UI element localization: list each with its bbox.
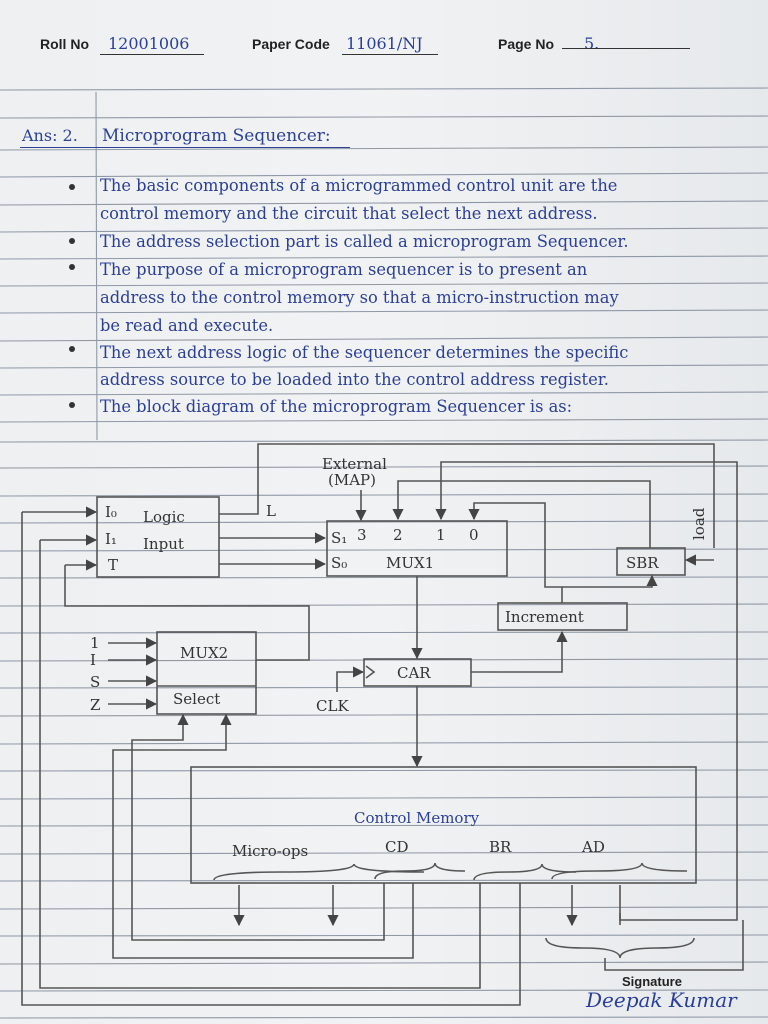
bullet-3 [69, 264, 75, 270]
answer-number: Ans: 2. [22, 126, 78, 145]
clk-label: CLK [316, 697, 349, 715]
roll-no-value: 12001006 [108, 34, 190, 53]
mux1-input-2: 2 [393, 526, 403, 544]
logic-input-t: T [108, 556, 118, 574]
mux1-input-3: 3 [357, 526, 367, 544]
mux2-input-z: Z [90, 696, 100, 714]
answer-line-4: The purpose of a microprogram sequencer … [100, 260, 588, 279]
mux1-input-0: 0 [469, 526, 479, 544]
ad-label: AD [581, 838, 605, 856]
answer-line-3: The address selection part is called a m… [100, 232, 629, 251]
cd-label: CD [385, 838, 409, 856]
l-label: L [266, 502, 276, 520]
paper-code-underline [342, 54, 438, 55]
answer-line-2: control memory and the circuit that sele… [100, 204, 598, 223]
bullet-5 [69, 402, 75, 408]
load-label: load [690, 507, 708, 540]
sbr-label: SBR [626, 554, 659, 572]
answer-line-9: The block diagram of the microprogram Se… [100, 397, 573, 416]
answer-line-6: be read and execute. [100, 316, 274, 335]
s0-label: S₀ [331, 554, 347, 572]
logic-input-i0: I₀ [105, 503, 117, 521]
mux2-box [156, 631, 257, 715]
micro-ops-label: Micro-ops [232, 842, 308, 860]
s1-label: S₁ [331, 529, 347, 547]
answer-line-8: address source to be loaded into the con… [100, 370, 609, 389]
answer-line-7: The next address logic of the sequencer … [100, 343, 629, 362]
roll-no-underline [100, 54, 204, 55]
mux2-input-i: I [90, 651, 96, 669]
external-label: External [322, 455, 387, 473]
page-no-label: Page No [498, 36, 555, 52]
mux1-label: MUX1 [386, 554, 434, 572]
roll-no-label: Roll No [40, 36, 89, 52]
logic-input-i1: I₁ [105, 530, 117, 548]
control-memory-box [190, 766, 697, 884]
signature-name: Deepak Kumar [586, 988, 737, 1012]
paper-code-label: Paper Code [252, 36, 330, 52]
mux2-input-1: 1 [90, 634, 100, 652]
answer-line-1: The basic components of a microgrammed c… [100, 176, 618, 195]
answer-title-underline [20, 147, 350, 148]
bullet-4 [69, 346, 75, 352]
mux2-label: MUX2 [180, 644, 228, 662]
input-label: Input [143, 535, 184, 553]
control-memory-label: Control Memory [354, 809, 480, 827]
increment-label: Increment [505, 608, 584, 626]
mux1-input-1: 1 [436, 526, 446, 544]
mux2-input-s: S [90, 673, 100, 691]
answer-line-5: address to the control memory so that a … [100, 288, 619, 307]
page-no-underline [562, 48, 690, 49]
map-label: (MAP) [328, 471, 376, 489]
br-label: BR [489, 838, 512, 856]
logic-label: Logic [143, 508, 185, 526]
bullet-1 [69, 184, 75, 190]
paper-code-value: 11061/NJ [346, 34, 423, 53]
answer-title: Microprogram Sequencer: [102, 126, 331, 146]
signature-label: Signature [622, 974, 682, 989]
car-label: CAR [397, 664, 431, 682]
select-label: Select [173, 690, 220, 708]
bullet-2 [69, 238, 75, 244]
